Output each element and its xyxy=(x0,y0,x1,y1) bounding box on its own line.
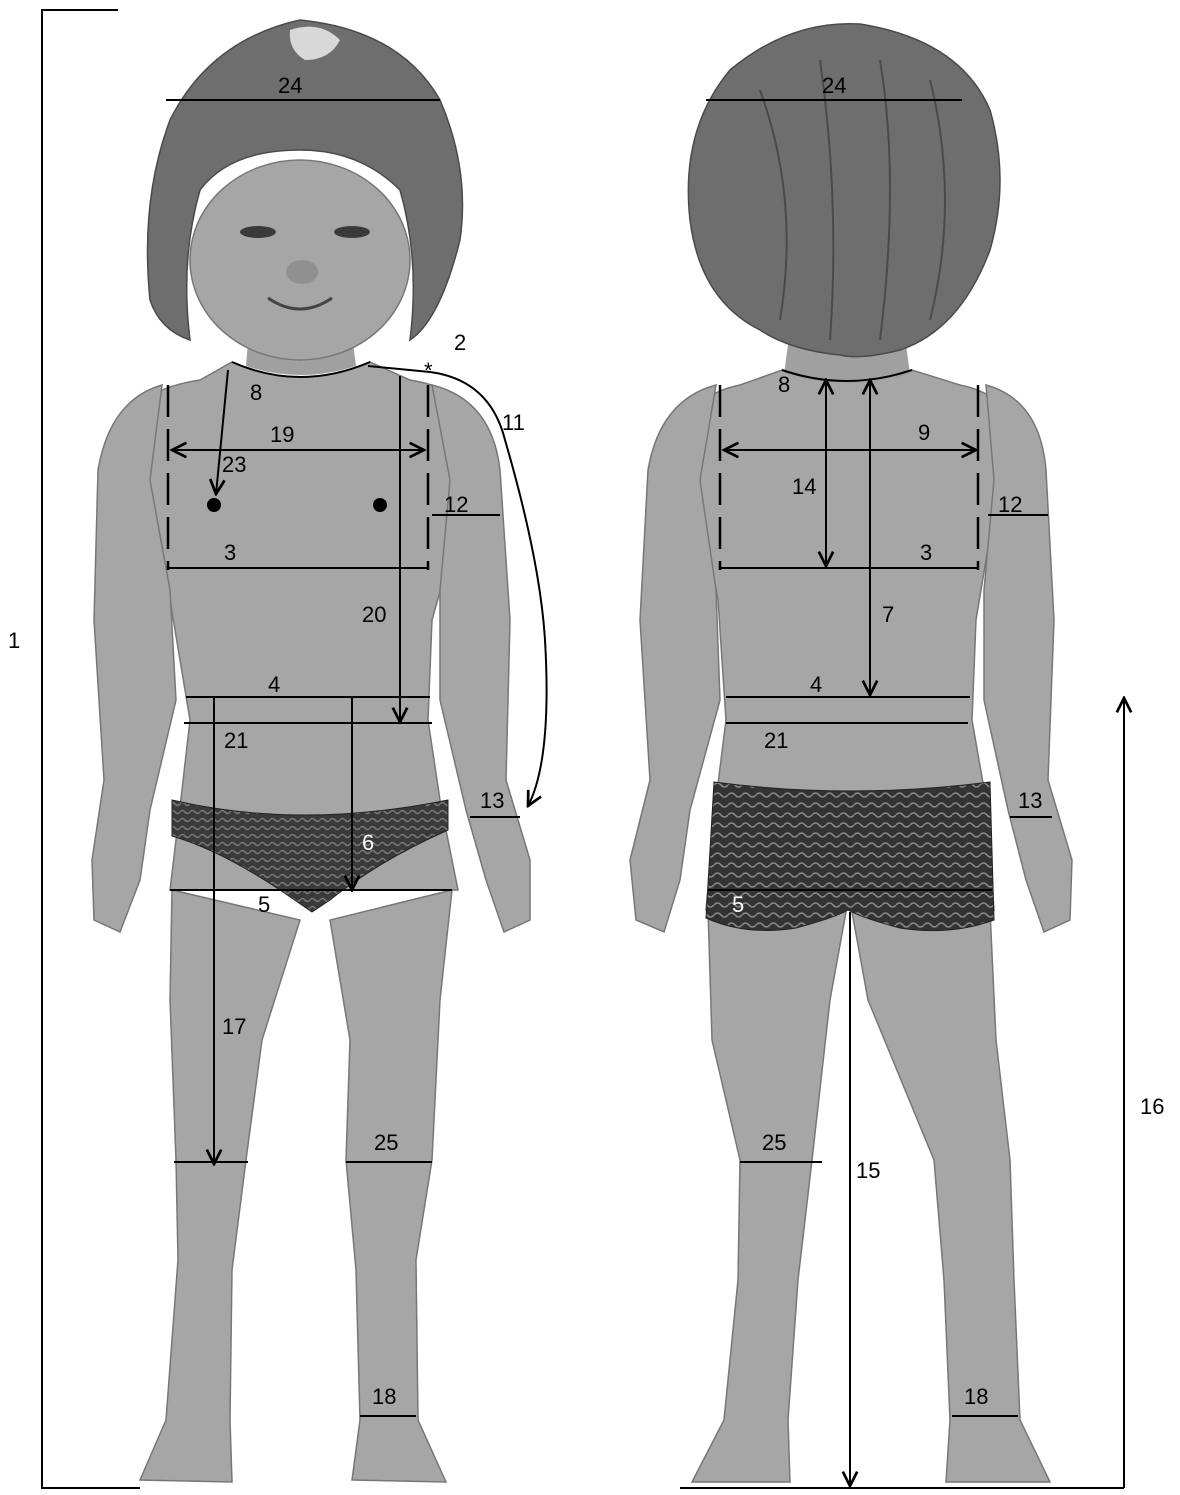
label-back-wrist: 13 xyxy=(1018,788,1042,813)
label-neck-point: 2 xyxy=(454,330,466,355)
front-right-bust-point xyxy=(373,498,387,512)
label-back-ankle: 18 xyxy=(964,1384,988,1409)
label-back-head: 24 xyxy=(822,73,846,98)
label-inside-leg: 15 xyxy=(856,1158,880,1183)
label-front-chest: 3 xyxy=(224,540,236,565)
label-back-width: 9 xyxy=(918,420,930,445)
label-front-hip: 5 xyxy=(258,892,270,917)
front-right-eye xyxy=(334,226,370,238)
label-waist-height: 16 xyxy=(1140,1094,1164,1119)
front-figure xyxy=(92,20,530,1482)
label-back-upper-arm: 12 xyxy=(998,492,1022,517)
label-front-low-waist: 21 xyxy=(224,728,248,753)
front-left-leg xyxy=(140,890,300,1482)
label-outside-leg: 17 xyxy=(222,1014,246,1039)
label-crotch-depth: 6 xyxy=(362,830,374,855)
label-front-knee: 25 xyxy=(374,1130,398,1155)
front-nose xyxy=(286,260,318,284)
label-arm-length: 11 xyxy=(502,410,525,435)
neck-point-star: * xyxy=(424,358,433,383)
label-bust-point: 23 xyxy=(222,452,246,477)
label-back-waist: 4 xyxy=(810,672,822,697)
label-armhole-depth: 14 xyxy=(792,474,816,499)
label-front-length: 20 xyxy=(362,602,386,627)
back-right-leg xyxy=(852,910,1050,1482)
label-front-head: 24 xyxy=(278,73,302,98)
label-front-ankle: 18 xyxy=(372,1384,396,1409)
front-left-bust-point xyxy=(207,498,221,512)
label-front-neck: 8 xyxy=(250,380,262,405)
label-back-length: 7 xyxy=(882,602,894,627)
back-left-leg xyxy=(692,910,846,1482)
label-front-waist: 4 xyxy=(268,672,280,697)
label-back-neck: 8 xyxy=(778,372,790,397)
back-right-arm xyxy=(984,385,1072,932)
label-chest-width: 19 xyxy=(270,422,294,447)
front-face xyxy=(190,160,410,360)
front-left-eye xyxy=(240,226,276,238)
label-back-knee: 25 xyxy=(762,1130,786,1155)
label-front-upper-arm: 12 xyxy=(444,492,468,517)
back-briefs xyxy=(706,782,994,931)
label-back-low-waist: 21 xyxy=(764,728,788,753)
label-height: 1 xyxy=(8,628,20,653)
label-back-hip: 5 xyxy=(732,892,744,917)
label-front-wrist: 13 xyxy=(480,788,504,813)
label-back-chest: 3 xyxy=(920,540,932,565)
